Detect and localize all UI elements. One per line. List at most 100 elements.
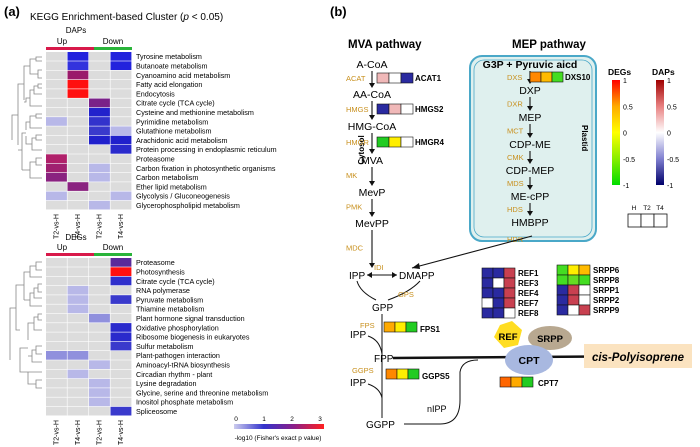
sample-key-cell (640, 213, 655, 228)
pathway-arrowhead (369, 83, 375, 88)
fps-gene: FPS1 (420, 325, 441, 334)
daps-cell (67, 135, 89, 145)
fisher-legend-bar (234, 424, 324, 429)
degs-cell (110, 313, 132, 323)
daps-cell (67, 98, 89, 108)
daps-cell (110, 154, 132, 163)
degs-cell (46, 285, 67, 295)
daps-cell (110, 126, 132, 136)
sample-key-label: H (632, 205, 637, 212)
daps-cell (89, 126, 110, 136)
degs-cell (89, 341, 110, 351)
degs-cell (89, 369, 110, 379)
daps-row-label: Ether lipid metabolism (136, 182, 207, 191)
gps-arrows (356, 280, 421, 301)
ref-cell (503, 307, 516, 319)
srpp-cell (556, 304, 569, 316)
cpt-complex: SRPP REF CPT (494, 321, 572, 375)
degs-cell (46, 378, 67, 388)
ggps-cell (385, 368, 398, 380)
mep-metabolite: G3P + Pyruvic aicd (483, 59, 578, 71)
cytosol-label: Cytosol (357, 135, 366, 164)
daps-cell (46, 200, 67, 210)
ref-cell (503, 267, 516, 279)
mva-enzyme: HMGR (346, 138, 369, 147)
daps-cell (46, 70, 67, 80)
fisher-tick: 0 (234, 416, 238, 423)
daps-cell (89, 172, 110, 182)
degs-heatmap (46, 258, 132, 416)
degs-up-label: Up (57, 243, 68, 252)
pathway-arrowhead (369, 263, 375, 268)
sample-key-cell (653, 213, 668, 228)
ref-cell (492, 307, 505, 319)
ref-complex-label: REF (499, 332, 518, 343)
ipp3-node: IPP (350, 378, 366, 389)
panel-b-label: (b) (330, 4, 347, 19)
daps-cell (89, 107, 110, 117)
degs-cell (89, 304, 110, 314)
degs-cell (89, 406, 110, 416)
daps-cell (67, 70, 89, 80)
mep-enzyme: CMK (507, 153, 524, 162)
degs-cell (67, 313, 89, 323)
daps-cell (89, 61, 110, 70)
degs-cell (89, 276, 110, 286)
mva-metabolite: MVA (361, 155, 383, 167)
degs-row-label: Lysine degradation (136, 379, 196, 388)
srpp-cell (556, 284, 569, 296)
daps-cell (89, 163, 110, 173)
srpp-cell (567, 274, 580, 286)
daps-row-label: Glycerophospholipid metabolism (136, 201, 240, 210)
daps-cell (110, 191, 132, 201)
ref-cell (492, 267, 505, 279)
mep-enzyme: HDR (507, 235, 524, 244)
degs-column-label: T4-vs-H (118, 420, 125, 445)
daps-heatmap (46, 52, 132, 210)
daps-row-label: Arachidonic acid metabolism (136, 136, 227, 145)
fisher-tick: 3 (318, 416, 322, 423)
nipp-label: nIPP (427, 404, 447, 414)
daps-row-label: Pyrimidine metabolism (136, 117, 208, 126)
daps-cell (89, 135, 110, 145)
daps-column-label: T4-vs-H (75, 214, 82, 239)
gps-enzyme: GPS (398, 290, 414, 299)
degs-cell (46, 276, 67, 286)
mva-expression-cell (376, 72, 390, 84)
ref-cell (503, 287, 516, 299)
daps-cell (46, 52, 67, 61)
daps-cell (110, 89, 132, 98)
degs-cell (67, 406, 89, 416)
degs-cell (110, 304, 132, 314)
gpp-node: GPP (372, 303, 393, 314)
ref-cell (481, 267, 494, 279)
ggpp-node: GGPP (366, 420, 395, 431)
degs-cell (110, 258, 132, 267)
plastid-inner-border (473, 59, 593, 238)
ref-cell (481, 307, 494, 319)
daps-cell (46, 98, 67, 108)
ipp2-node: IPP (350, 330, 366, 341)
legend-tick: 0.5 (667, 104, 677, 111)
srpp-cell (578, 274, 591, 286)
degs-row-label: Plant hormone signal transduction (136, 314, 245, 323)
daps-cell (46, 191, 67, 201)
hmbpp-to-dmapp-arrow (411, 235, 533, 269)
mep-enzyme: MCT (507, 127, 524, 136)
degs-cell (46, 351, 67, 360)
ref-cell (481, 297, 494, 309)
hmbpp-arrowhead (412, 263, 420, 269)
mva-expression-cell (400, 72, 414, 84)
degs-cell (110, 323, 132, 332)
degs-row-label: Circadian rhythm - plant (136, 370, 212, 379)
fpp-to-ggpp-arrow (367, 366, 383, 418)
ref-gene: REF3 (518, 279, 539, 288)
daps-column-label: T4-vs-H (118, 214, 125, 239)
degs-down-bar (94, 253, 132, 256)
pathway-arrowhead (369, 149, 375, 154)
degs-cell (89, 323, 110, 332)
